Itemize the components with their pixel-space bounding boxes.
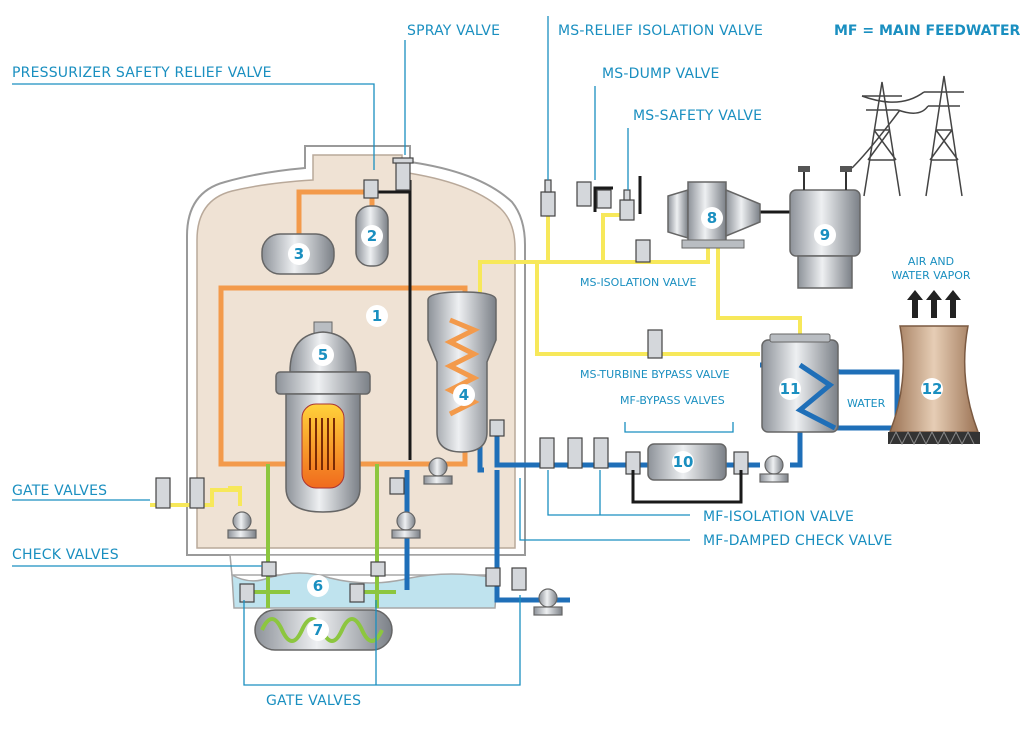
label-mf-damped-check-valve: MF-DAMPED CHECK VALVE: [703, 533, 893, 549]
pressurizer-2: 2: [355, 205, 389, 267]
component-number-12: 12: [922, 380, 943, 398]
legend-mf: MF = MAIN FEEDWATER: [834, 23, 1021, 39]
label-water: WATER: [847, 397, 886, 410]
tank-3: 3: [261, 233, 335, 275]
valve-gate-bottom-1: [239, 583, 255, 603]
label-ms-safety-valve: MS-SAFETY VALVE: [633, 108, 762, 124]
badge-6: [307, 575, 329, 597]
cooling-tower-12: 12: [888, 290, 980, 446]
tank-7: 7: [254, 609, 393, 651]
label-water-vapor: WATER VAPOR: [891, 269, 970, 282]
label-pressurizer-safety-relief-valve: PRESSURIZER SAFETY RELIEF VALVE: [12, 65, 272, 81]
valve-gate-left-1: [155, 477, 171, 509]
component-number-6: 6: [313, 577, 323, 595]
component-number-7: 7: [313, 621, 323, 639]
label-spray-valve: SPRAY VALVE: [407, 23, 500, 39]
valve-gate-bottom-3: [485, 567, 501, 587]
power-towers: [851, 75, 964, 197]
valve-ms-isolation: [635, 239, 651, 263]
pump-5: [533, 588, 563, 616]
label-check-valves: CHECK VALVES: [12, 547, 119, 563]
label-mf-bypass-valves: MF-BYPASS VALVES: [620, 394, 725, 407]
component-number-5: 5: [318, 346, 328, 364]
component-number-2: 2: [367, 227, 377, 245]
component-number-3: 3: [294, 245, 304, 263]
valve-mf-3: [593, 437, 609, 469]
label-ms-isolation-valve: MS-ISOLATION VALVE: [580, 276, 697, 289]
component-number-10: 10: [673, 453, 694, 471]
valve-check-1: [261, 561, 277, 577]
label-gate-valves-bottom: GATE VALVES: [266, 693, 361, 709]
label-ms-relief-isolation-valve: MS-RELIEF ISOLATION VALVE: [558, 23, 763, 39]
valve-gate-bottom-2: [349, 583, 365, 603]
pumps: [227, 455, 789, 616]
label-mf-isolation-valve: MF-ISOLATION VALVE: [703, 509, 854, 525]
pump-4: [759, 455, 789, 483]
reactor-vessel-5: 5: [275, 321, 371, 513]
valve-mf-2: [567, 437, 583, 469]
label-gate-valves-left: GATE VALVES: [12, 483, 107, 499]
condenser-11: 11: [761, 333, 839, 433]
pump-1: [227, 511, 257, 539]
valve-bottom-blue: [389, 477, 405, 495]
valve-ms-relief-isolation: [540, 179, 556, 217]
turbine-8: 8: [667, 181, 761, 249]
component-number-8: 8: [707, 209, 717, 227]
valve-ms-safety: [619, 189, 635, 221]
component-number-4: 4: [459, 386, 469, 404]
component-number-11: 11: [780, 380, 801, 398]
component-number-9: 9: [820, 226, 830, 244]
valve-spray: [392, 157, 414, 191]
steam-generator-4: 4: [427, 291, 497, 453]
pool-6: 6: [229, 554, 500, 609]
valve-gate-left-2: [189, 477, 205, 509]
generator-9: 9: [789, 166, 861, 289]
valve-ms-dump: [576, 181, 612, 209]
label-ms-turbine-bypass-valve: MS-TURBINE BYPASS VALVE: [580, 368, 730, 381]
label-ms-dump-valve: MS-DUMP VALVE: [602, 66, 720, 82]
vapor-arrows: [907, 290, 961, 318]
pump-3: [423, 457, 453, 485]
labels: SPRAY VALVE PRESSURIZER SAFETY RELIEF VA…: [12, 23, 1021, 709]
component-number-1: 1: [372, 307, 382, 325]
leader-lines: [12, 16, 734, 686]
valve-check-2: [370, 561, 386, 577]
valve-damped-check: [489, 419, 505, 437]
valve-gate-bottom-4: [511, 567, 527, 591]
label-air-and: AIR AND: [908, 255, 954, 268]
heater-10: 10: [631, 443, 743, 504]
valve-ms-turbine-bypass: [647, 329, 663, 359]
valve-mf-1: [539, 437, 555, 469]
valves: [155, 157, 749, 603]
valve-pressurizer-safety: [363, 179, 379, 199]
pump-2: [391, 511, 421, 539]
